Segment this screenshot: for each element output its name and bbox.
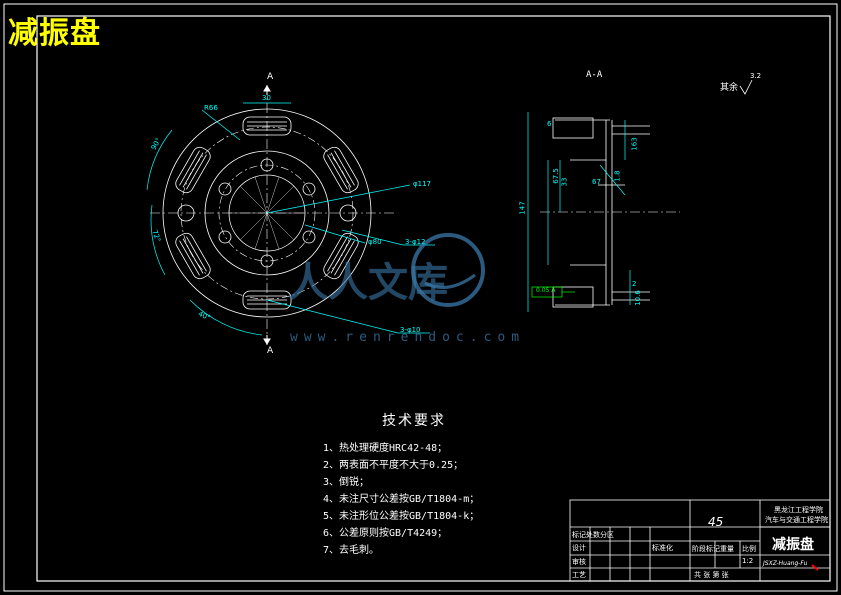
tech-requirements-list: 1、热处理硬度HRC42-48； 2、两表面不平度不大于0.25； 3、倒锐； … [323,440,479,559]
hole [302,182,316,196]
title-block-red-mark [811,564,819,571]
dim-label-30: 30 [262,94,271,102]
hole [260,158,274,172]
dim-arc-40 [189,299,263,336]
cut-mark-top: A [267,72,274,82]
tech-requirement: 7、去毛刺。 [323,545,380,556]
col-label-scale: 比例 [742,545,756,553]
dim-label-675: 67.5 [551,168,560,184]
hole [302,230,316,244]
watermark-logo [411,233,485,307]
tech-requirement: 5、未注形位公差按GB/T1804-k； [323,511,480,522]
cut-mark-bottom: A [267,346,274,356]
surface-value: 3.2 [750,72,762,80]
roughness-symbol [739,79,753,95]
dim-line-r66 [201,109,241,141]
row-label-design: 设计 [572,544,586,552]
tech-requirement: 4、未注尺寸公差按GB/T1804-m； [323,494,480,505]
section-hub-top [552,117,594,139]
spring-window-top [242,116,292,136]
drawing-number: JSXZ-Huang-Fu [763,560,808,567]
row-label-process: 工艺 [572,571,586,579]
dim-line-80 [304,224,366,244]
dim-label-2: 2 [632,280,637,288]
section-dim-lines [527,112,631,312]
dim-label-holes2: 3-φ10 [400,326,421,334]
tech-requirement: 2、两表面不平度不大于0.25； [323,460,464,471]
dim-label-6: 6 [547,120,552,128]
drawing-title: 减振盘 [8,16,101,51]
dim-label-67: 67 [592,178,601,186]
dim-wing [599,164,626,196]
row-label-revision: 标记处数分区 [572,531,614,539]
watermark-brand: 人人文库 [288,260,448,306]
dim-label-80: φ80 [368,238,382,246]
col-label-weight: 重量 [720,545,734,553]
title-block-lines [569,499,831,582]
spring-window-ll [175,232,211,280]
big-hole [177,204,195,222]
hole [218,182,232,196]
spring-window-ur [323,146,359,194]
spring-window-ul [175,146,211,194]
dim-label-106: 10.6 [633,290,642,306]
dim-line-117 [266,184,411,214]
scale: 1:2 [742,557,754,565]
part-name: 减振盘 [772,537,814,553]
dim-label-33: 33 [560,177,569,187]
hole [218,230,232,244]
dim-label-holes1: 3-φ12 [405,238,426,246]
dim-arc-72 [150,204,166,276]
section-label: A-A [586,70,603,80]
col-label-stage: 阶段标记 [692,545,720,553]
mid-circle [204,150,330,276]
school-name-line2: 汽车与交通工程学院 [765,516,828,524]
tech-requirement: 3、倒锐； [323,477,370,488]
material: 45 [708,515,724,529]
front-view [150,85,395,345]
cut-plane-markers [263,85,271,345]
tolerance-label: 0.05 A [536,287,556,294]
dim-line-holes1 [341,229,404,246]
dim-label-r66: R66 [204,104,218,112]
row-label-review: 审核 [572,558,586,566]
row-label-standard: 标准化 [652,544,673,552]
dim-label-147: 147 [518,201,527,215]
dim-label-117: φ117 [413,180,431,188]
dim-label-163: 163 [630,137,639,151]
dim-arc-90 [146,129,173,191]
outer-circle [162,108,372,318]
spring-window-lr [323,232,359,280]
outer-frame [3,3,838,592]
tech-requirement: 1、热处理硬度HRC42-48； [323,443,448,454]
tech-requirement: 6、公差原则按GB/T4249； [323,528,448,539]
front-dim-lines [146,102,435,336]
watermark-url: www.renrendoc.com [290,330,526,345]
inner-frame [36,15,831,582]
sheet-count: 共 张 第 张 [694,571,729,579]
school-name-line1: 黑龙江工程学院 [774,506,823,514]
dim-line-holes2 [266,299,399,334]
hole [260,254,274,268]
surface-note: 其余 [720,83,739,93]
big-hole [339,204,357,222]
section-view [540,117,680,308]
dim-label-18: 1.8 [613,170,622,182]
pitch-circle [180,126,354,300]
tech-requirements-title: 技术要求 [382,413,446,429]
bolt-circle [218,164,316,262]
